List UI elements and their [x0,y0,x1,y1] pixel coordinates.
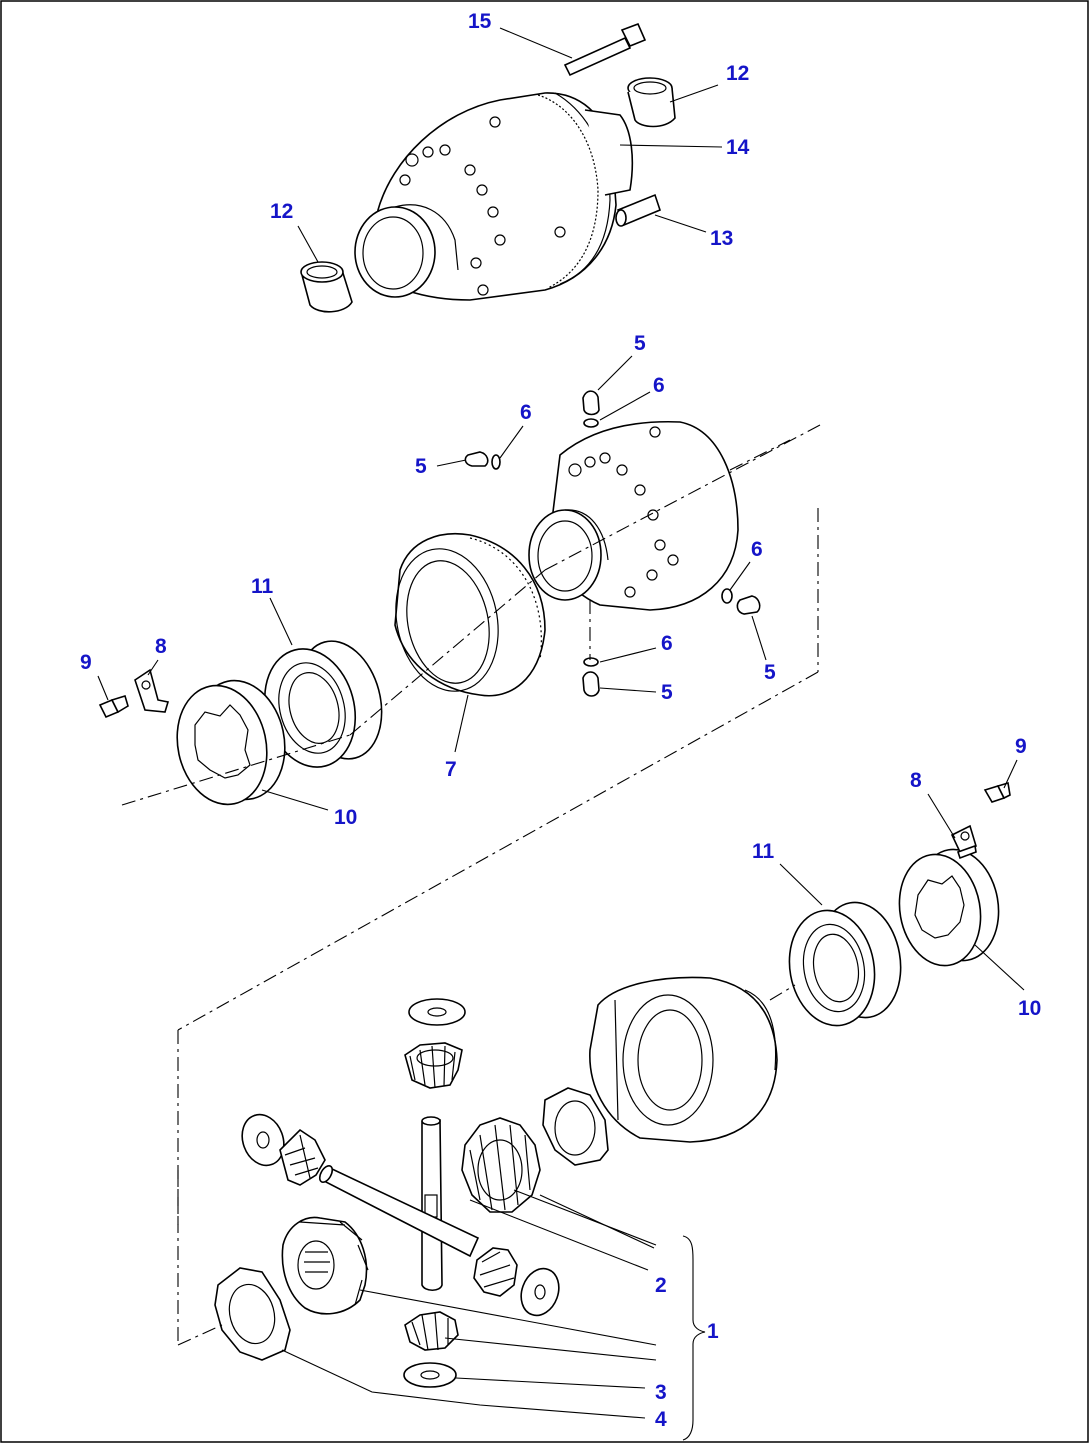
pinion-gear-bottom [404,1311,459,1351]
callout-8-right: 8 [910,769,922,792]
bolt-9-left [98,694,129,719]
callout-7: 7 [445,758,457,781]
callout-8-left: 8 [155,635,167,658]
leader-lines [97,27,1025,1441]
bearing-11-middle [263,640,383,768]
thrust-plate-left [214,1267,291,1361]
callout-4: 4 [655,1408,667,1431]
pin-5-right [721,588,761,615]
callout-9-right: 9 [1015,735,1027,758]
pinion-shaft-vertical [421,1116,443,1292]
callout-6-left: 6 [520,401,532,424]
ring-7 [394,533,546,697]
differential-case-lower [589,976,778,1143]
thrust-washer-bottom [403,1362,457,1388]
callout-6-right: 6 [751,538,763,561]
bolt-15 [563,22,647,77]
callout-9-left: 9 [80,651,92,674]
pin-5-bottom [582,657,600,697]
callout-2: 2 [655,1274,667,1297]
thrust-washer-top [408,998,466,1026]
callout-12-left: 12 [270,200,293,223]
callout-5-top: 5 [634,332,646,355]
callout-11-middle: 11 [251,575,274,598]
lock-plate-8-left [134,668,170,713]
center-lines [121,424,821,1346]
adjust-nut-10-middle [176,679,286,806]
bushing-12-left [300,261,353,313]
callout-10-middle: 10 [334,806,357,829]
differential-case-middle [528,420,739,611]
pinion-gear-top [404,1042,463,1089]
thrust-plate-right [542,1087,609,1166]
bearing-11-lower [788,901,902,1027]
callout-15: 15 [468,10,492,33]
callout-labels: 15 12 14 12 13 5 6 6 5 6 11 8 6 9 5 5 7 … [80,10,1041,1431]
callout-5-left: 5 [415,455,427,478]
callout-14: 14 [726,136,750,159]
callout-13: 13 [710,227,733,250]
callout-12-right: 12 [726,62,749,85]
callout-6-top: 6 [653,374,665,397]
callout-10-lower: 10 [1018,997,1041,1020]
callout-1: 1 [707,1320,719,1343]
pin-5-top [582,390,600,428]
side-gear-left [281,1216,369,1315]
thrust-washer-right-lower [520,1267,560,1317]
bolt-9-right [983,781,1011,803]
pinion-gear-left [279,1128,326,1186]
adjust-nut-10-lower [898,848,1000,967]
pinion-gear-right-lower [473,1247,518,1297]
pin-5-left [464,451,501,470]
thrust-washer-left [241,1113,285,1167]
side-gear-right [461,1117,541,1213]
callout-5-right: 5 [764,661,776,684]
callout-5-bottom: 5 [661,681,673,704]
callout-6-bottom: 6 [661,632,673,655]
lock-plate-8-right [950,824,977,860]
bushing-12-right [627,77,676,128]
differential-housing-top [354,92,634,301]
pinion-shaft-horizontal [318,1165,480,1258]
callout-3: 3 [655,1381,667,1404]
callout-11-lower: 11 [752,840,775,863]
pin-13 [615,193,661,227]
